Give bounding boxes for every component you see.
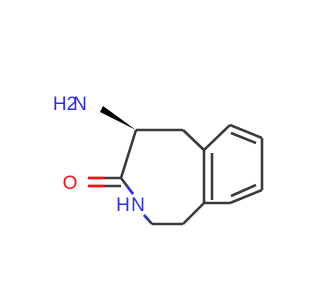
bond-c5-c5a [182, 129, 205, 151]
bond-c4-c3 [119, 129, 138, 179]
bond-ring-c6-c7 [229, 123, 263, 140]
bond-ring-c8-c9 [229, 188, 263, 205]
bond-group [88, 106, 264, 226]
carbonyl-o-label: O [63, 173, 78, 194]
molecule-diagram: N H2 O N H [0, 0, 300, 300]
bond-c3-n2-hetero-half [125, 185, 135, 195]
stereo-wedge-bond [100, 106, 136, 130]
amine-h-label: H2 [53, 94, 77, 115]
amine-n-label: N [73, 94, 87, 115]
bond-ring-inner-2 [230, 131, 257, 145]
atom-label-group: N H2 O N H [53, 94, 145, 216]
bond-n2-c1-hetero-half [143, 214, 149, 221]
diagram-background [0, 0, 300, 300]
amide-n-label: N [131, 195, 145, 216]
bond-ring-inner-3 [230, 183, 257, 198]
amide-h-label: H [116, 195, 130, 216]
bond-c1-c9a [182, 202, 205, 225]
bond-ring-c5a-c6 [203, 124, 231, 151]
